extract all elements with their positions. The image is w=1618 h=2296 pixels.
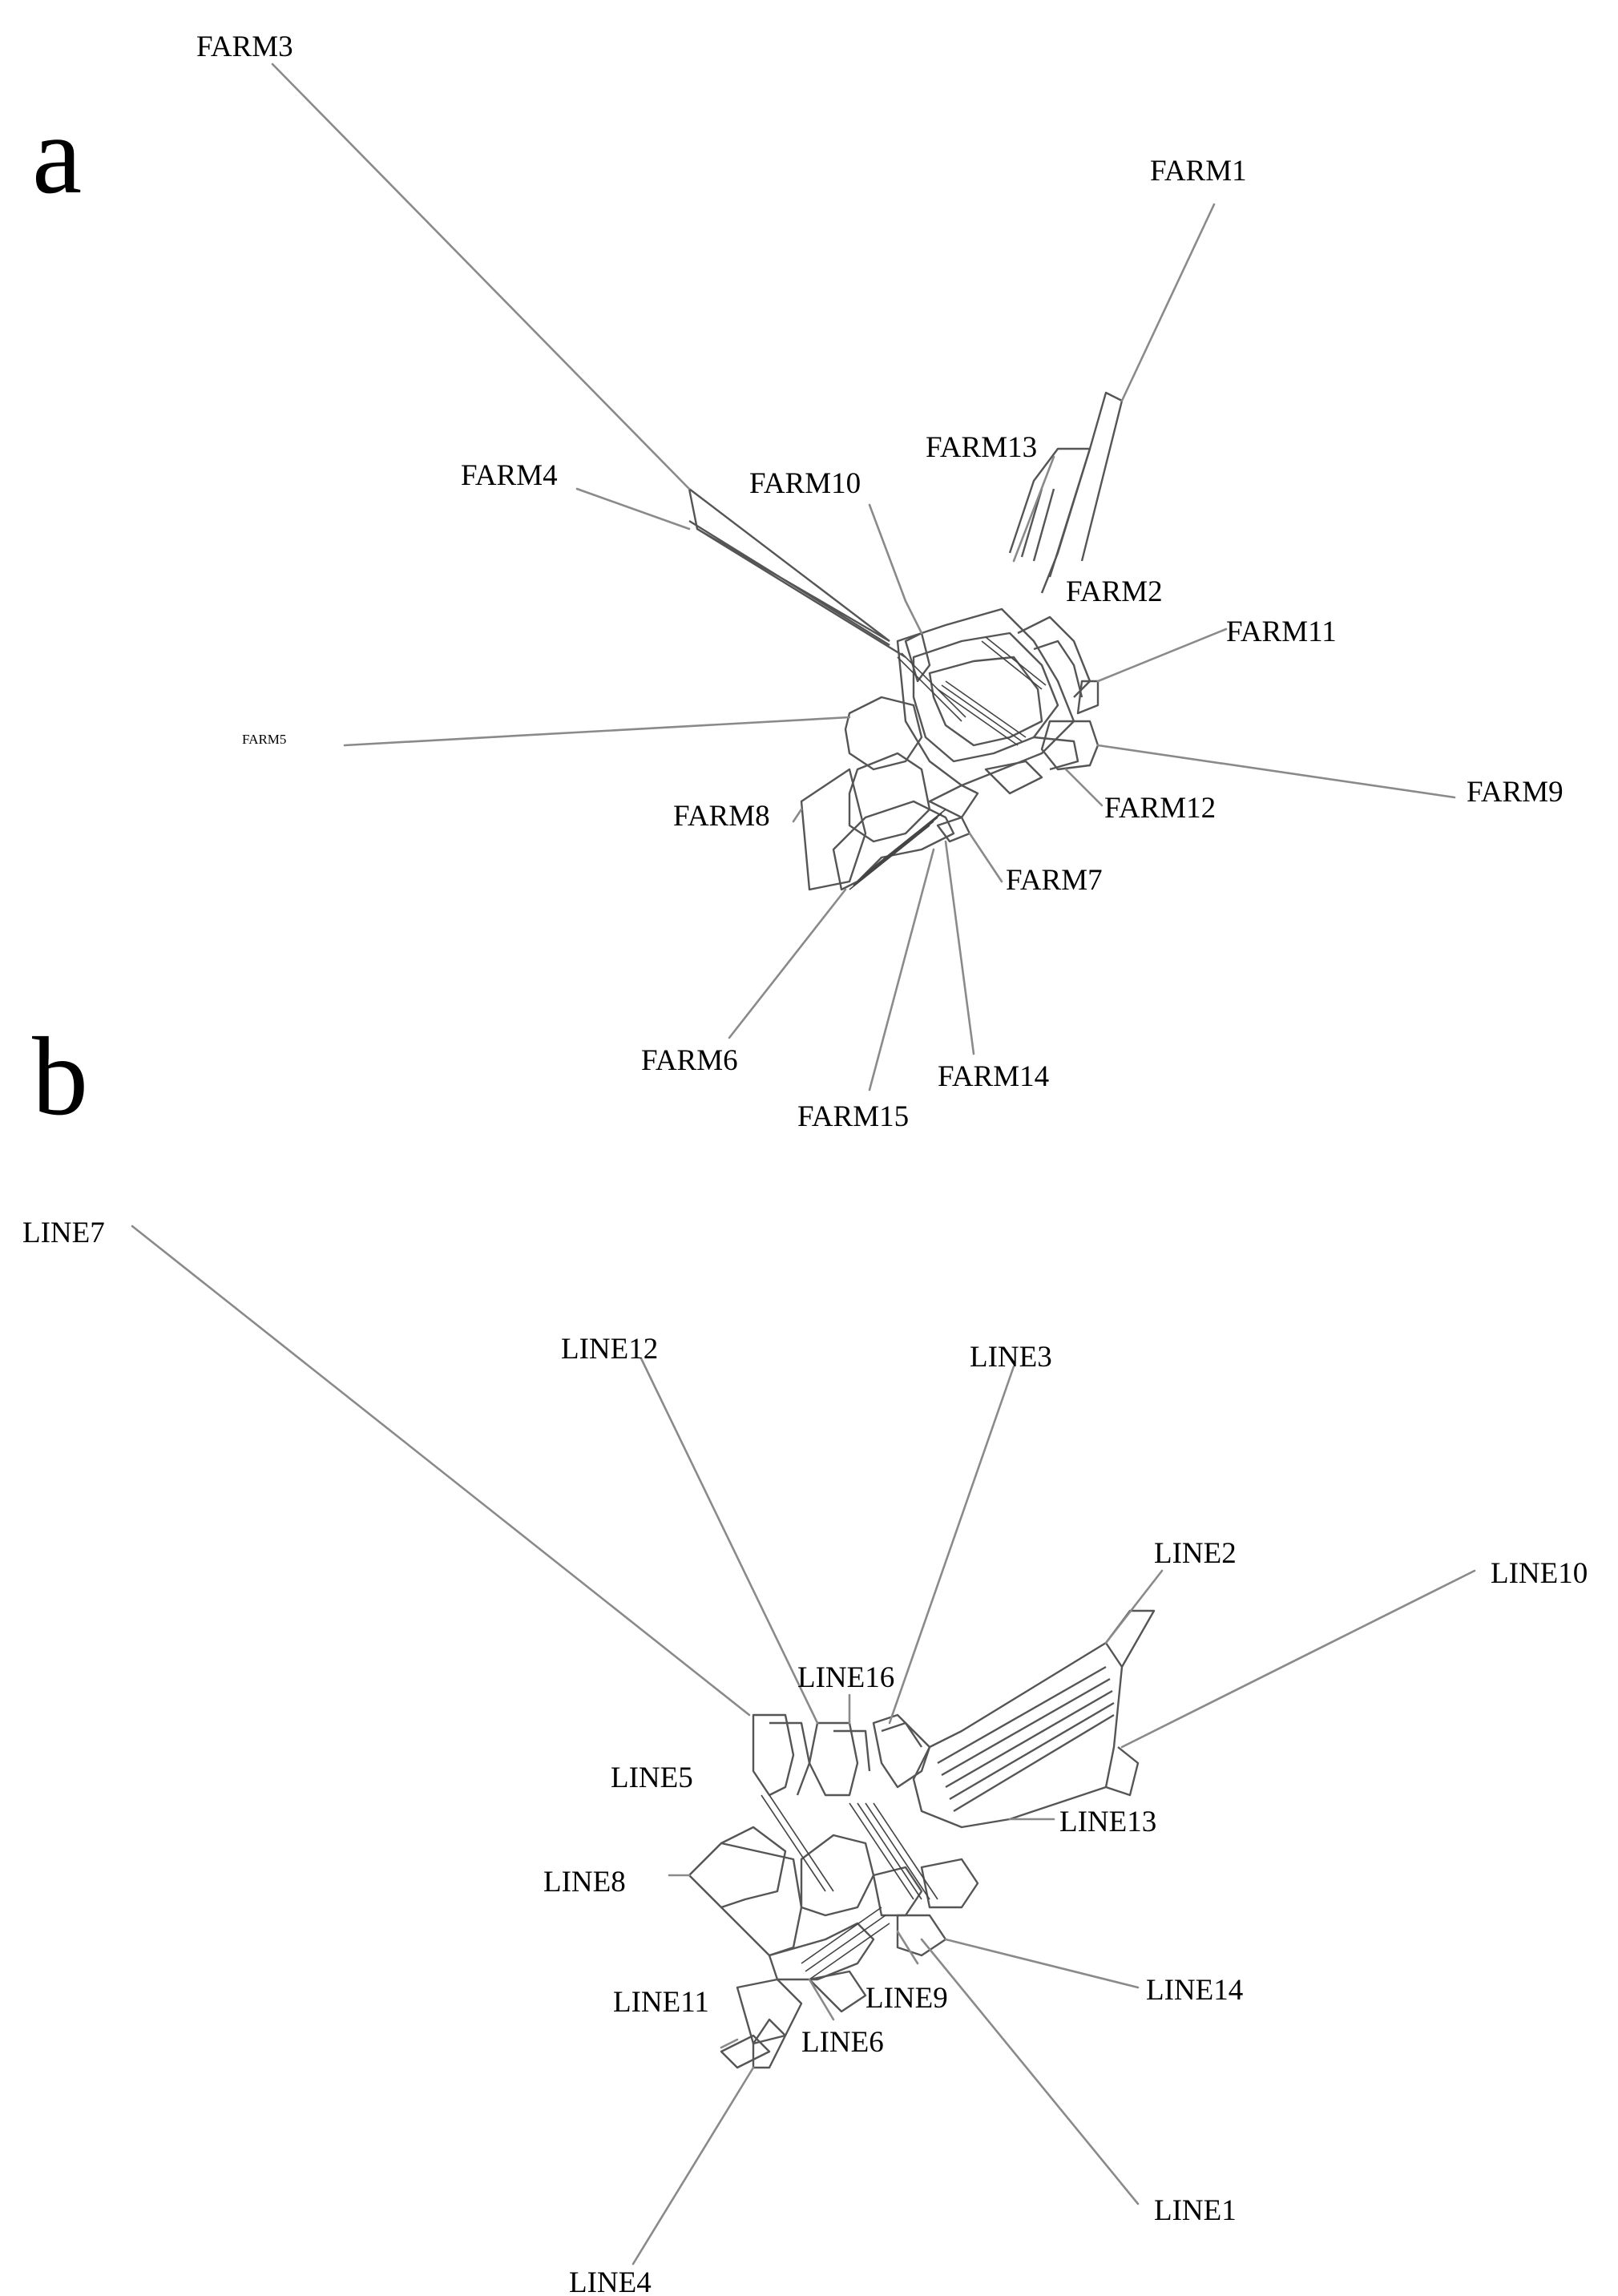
edge-line10: [1120, 1569, 1476, 1749]
taxon-line5: LINE5: [611, 1761, 693, 1794]
edge-farm9: [1096, 744, 1456, 799]
taxon-line8: LINE8: [543, 1866, 626, 1899]
edge-line14: [944, 1938, 1140, 1989]
panel-b-edges: [131, 1225, 1476, 2266]
edge-line3: [888, 1365, 1015, 1725]
edge-farm3: [271, 63, 691, 490]
taxon-farm9: FARM9: [1467, 776, 1564, 809]
panel-b: b: [22, 1015, 1588, 2296]
edge-line6: [808, 1978, 835, 2021]
taxon-farm8: FARM8: [673, 800, 770, 833]
edge-farm8: [792, 808, 803, 823]
taxon-line1: LINE1: [1154, 2194, 1237, 2227]
taxon-line9: LINE9: [865, 1982, 948, 2015]
taxon-farm3: FARM3: [196, 30, 293, 63]
panel-b-letter: b: [32, 1015, 88, 1139]
edge-farm6: [728, 888, 847, 1039]
taxon-line14: LINE14: [1146, 1974, 1243, 2007]
taxon-line7: LINE7: [22, 1217, 105, 1249]
panel-a: a: [32, 30, 1564, 1133]
taxon-line4: LINE4: [569, 2266, 652, 2296]
panel-a-edges: [271, 63, 1456, 1092]
taxon-farm14: FARM14: [938, 1060, 1049, 1093]
taxon-farm11: FARM11: [1226, 615, 1337, 648]
edge-farm12: [1064, 768, 1104, 807]
edge-farm14: [944, 840, 975, 1055]
taxon-line2: LINE2: [1154, 1537, 1237, 1570]
panel-a-letter: a: [32, 93, 82, 217]
edge-line7: [131, 1225, 751, 1717]
taxon-line11: LINE11: [613, 1986, 709, 2019]
taxon-farm13: FARM13: [926, 431, 1037, 464]
taxon-farm12: FARM12: [1104, 792, 1216, 825]
edge-line12: [640, 1357, 819, 1725]
edge-line1: [920, 1938, 1140, 2205]
taxon-farm5: FARM5: [242, 732, 286, 747]
edge-farm5: [343, 716, 851, 747]
edge-line4: [631, 2066, 755, 2266]
edge-farm7: [968, 832, 1003, 883]
edge-farm13: [1012, 455, 1055, 563]
taxon-farm4: FARM4: [461, 459, 558, 492]
panel-b-labels: LINE1 LINE2 LINE3 LINE4 LINE5 LINE6 LINE…: [22, 1217, 1588, 2296]
taxon-farm1: FARM1: [1150, 155, 1247, 188]
panel-a-network-core: [688, 391, 1124, 891]
taxon-farm7: FARM7: [1006, 864, 1103, 897]
edge-line2: [1104, 1569, 1164, 1644]
taxon-line13: LINE13: [1059, 1806, 1156, 1838]
edge-farm15: [868, 848, 935, 1092]
taxon-farm10: FARM10: [749, 467, 861, 500]
taxon-farm2: FARM2: [1066, 575, 1163, 608]
taxon-farm6: FARM6: [641, 1044, 738, 1077]
edge-line11: [720, 2038, 739, 2049]
taxon-line3: LINE3: [970, 1341, 1052, 1374]
taxon-line10: LINE10: [1491, 1557, 1588, 1590]
edge-line9: [896, 1930, 919, 1965]
edge-farm11: [1096, 627, 1228, 683]
taxon-line6: LINE6: [801, 2026, 884, 2059]
edge-farm10: [868, 503, 923, 635]
taxon-line12: LINE12: [561, 1333, 658, 1366]
panel-a-labels: FARM1 FARM2 FARM3 FARM4 FARM5 FARM6 FARM…: [196, 30, 1564, 1133]
edge-farm1: [1120, 203, 1216, 402]
edge-farm4: [575, 487, 691, 531]
taxon-line16: LINE16: [797, 1661, 894, 1694]
taxon-farm15: FARM15: [797, 1100, 909, 1133]
panel-b-network-core: [688, 1609, 1156, 2069]
